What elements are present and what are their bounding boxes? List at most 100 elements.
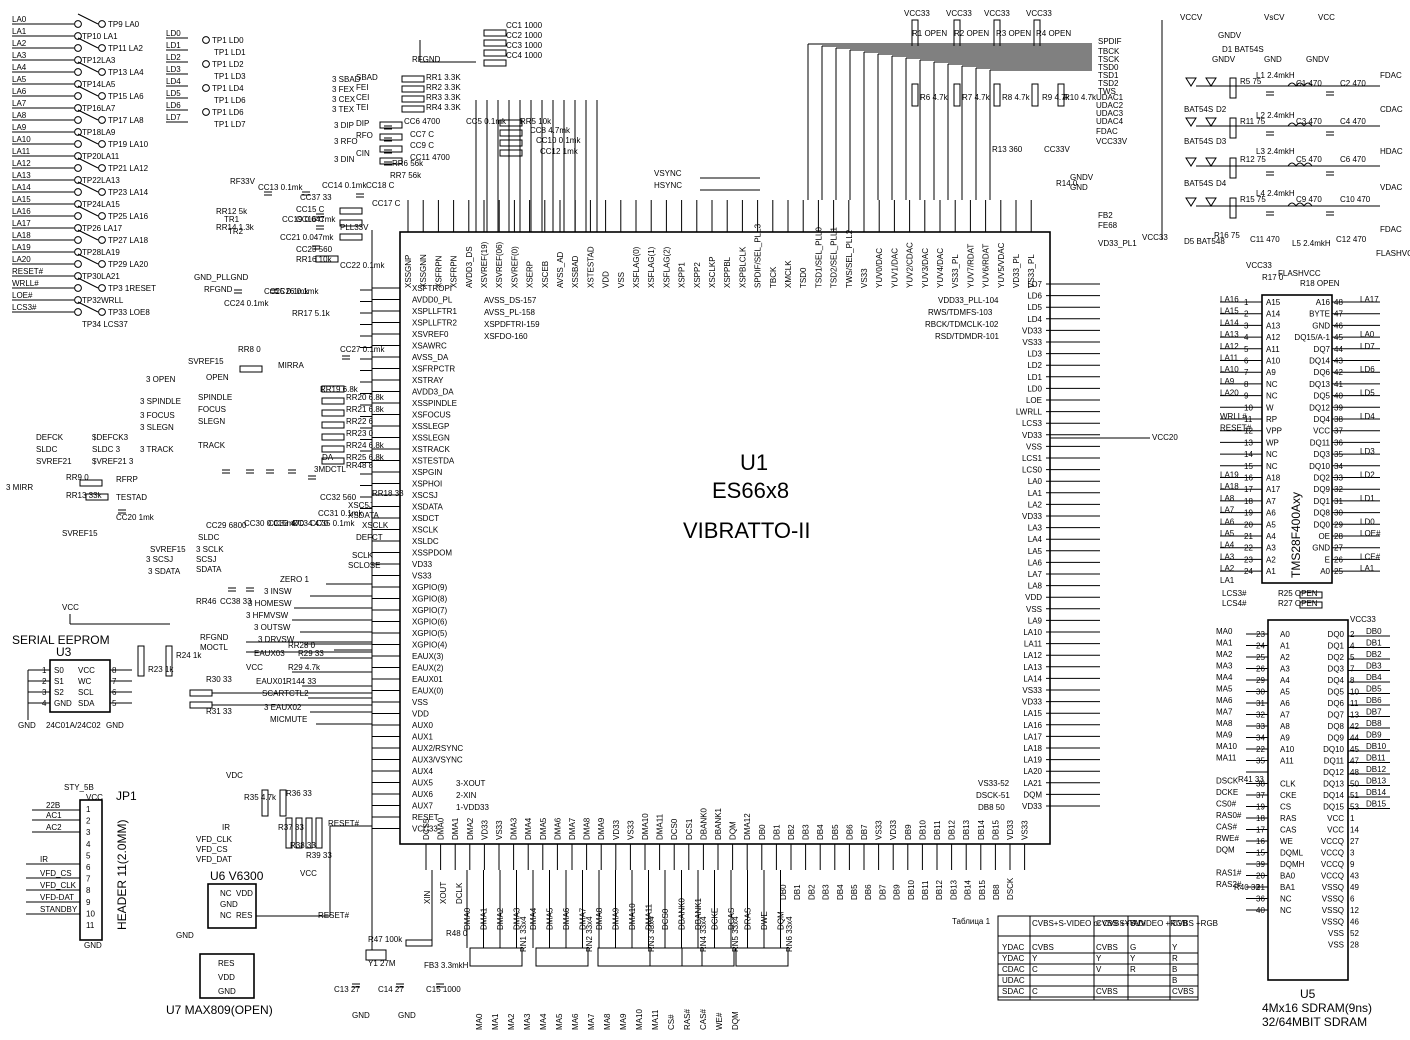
sdram-pin-label: DQ14 xyxy=(1323,791,1344,800)
reset-label: R35 4.7k xyxy=(244,793,277,802)
flash-net-label: LA3 xyxy=(1220,552,1235,561)
sdram-net-label: CAS# xyxy=(1216,823,1237,832)
sdram-pin-label: A4 xyxy=(1280,676,1290,685)
flash-pin-label: A5 xyxy=(1266,520,1276,529)
u1-right-pin-label: LA3 xyxy=(1028,524,1043,533)
sdram-net-label: DB13 xyxy=(1366,777,1387,786)
sdram-pin-label: BA0 xyxy=(1280,872,1296,881)
sdram-pin-num: 9 xyxy=(1350,860,1355,869)
capacitor-symbol xyxy=(384,137,392,142)
test-point-icon xyxy=(74,284,82,292)
flash-bottom-label: LCS4# xyxy=(1222,599,1247,608)
header-pin-label: STY_5B xyxy=(64,783,94,792)
ma-net-label: MA11 xyxy=(651,1009,660,1030)
u1-left-pin-label: VS33 xyxy=(412,572,432,581)
test-point-icon xyxy=(98,92,106,100)
diode-icon xyxy=(1205,117,1217,127)
video-table-cell: UDAC xyxy=(1002,976,1025,985)
flash-pin-label: A2 xyxy=(1266,555,1276,564)
video-table-cell: R xyxy=(1130,965,1136,974)
video-filter-label: C10 470 xyxy=(1340,195,1371,204)
video-filter-label: C6 470 xyxy=(1340,155,1366,164)
u1-right-pin-label: LA8 xyxy=(1028,582,1043,591)
u1-left-pin-label: AUX6 xyxy=(412,790,433,799)
db-net-label: DB10 xyxy=(907,879,916,900)
u1-top-pin-label: XSFLAG(0) xyxy=(632,246,641,288)
flash-net-label: LD1 xyxy=(1360,494,1375,503)
rf-component-label: CC11 4700 xyxy=(410,153,450,162)
resistor-symbol xyxy=(953,83,961,107)
flash-top-label: VCC33 xyxy=(1246,261,1272,270)
gnd-label: GND xyxy=(176,931,194,940)
u1-bottom-pin-label: DMA1 xyxy=(451,817,460,840)
u1-top-pin-label: YUV7/RDAT xyxy=(966,244,975,288)
rn-label: RN4 33x4 xyxy=(699,916,708,952)
flash-pin-label: A6 xyxy=(1266,509,1276,518)
gpio-label: 3 EAUX02 xyxy=(264,703,302,712)
capacitor-symbol xyxy=(356,193,364,198)
sdram-pin-label: DQ6 xyxy=(1328,699,1345,708)
ma-net-label: CAS# xyxy=(699,1009,708,1030)
sdram-section: U5 4Mx16 SDRAM(9ns) 32/64MBIT SDRAM xyxy=(1262,619,1372,1029)
top-right-label: VSYNC xyxy=(654,169,682,178)
rf-component-label: XSDATA xyxy=(348,511,379,520)
u1-right-pin-label: LA0 xyxy=(1028,477,1043,486)
crystal-label: R47 100k xyxy=(368,935,403,944)
resistor-symbol xyxy=(321,457,345,465)
u1-right-pin-label: VS33 xyxy=(1022,338,1042,347)
video-filter-label: BAT54S xyxy=(1184,137,1213,146)
resistor-symbol xyxy=(339,219,363,227)
rf-component-label: 3 MIRR xyxy=(6,483,33,492)
u1-right-pin-label: LD2 xyxy=(1027,361,1042,370)
flash-net-label: WRLL# xyxy=(1220,412,1247,421)
header-pin-num-hidden: 11 xyxy=(86,921,95,930)
u1-right-pin-label: VD33 xyxy=(1022,326,1043,335)
resistor-symbol xyxy=(285,817,293,849)
db-net-label: DB2 xyxy=(807,884,816,900)
gpio-label: RFGND xyxy=(200,633,229,642)
tp-label: TP9 LA0 xyxy=(108,20,140,29)
sdram-pin-num: 52 xyxy=(1350,929,1359,938)
top-right-label: R13 360 xyxy=(992,145,1023,154)
rf-component-label: DEFCK xyxy=(36,433,64,442)
flash-pin-label: DQ5 xyxy=(1314,392,1331,401)
top-right-label: R3 OPEN xyxy=(996,29,1031,38)
sdram-net-label: DB0 xyxy=(1366,627,1382,636)
eeprom-pin-right: VCC xyxy=(78,666,95,675)
sdram-pin-num: 1 xyxy=(1350,814,1355,823)
ma-net-label: MA8 xyxy=(603,1013,612,1030)
u1-right-pin-label: LA13 xyxy=(1023,663,1042,672)
test-point-icon xyxy=(98,212,106,220)
capacitor-symbol xyxy=(436,983,444,988)
sdram-pin-label: DQ1 xyxy=(1328,642,1345,651)
rf-component-label: CC1 1000 xyxy=(506,21,543,30)
rf-component-label: SLDC xyxy=(198,533,220,542)
sdram-pin-label: VCC xyxy=(1327,826,1344,835)
u1-bottom-pin-label: DB9 xyxy=(904,824,913,840)
u1-bottom-pin-label: DB0 xyxy=(758,824,767,840)
video-filter-label: GNDV xyxy=(1212,55,1236,64)
ld-net-label: LD7 xyxy=(166,113,181,122)
rf-component-label: 3 SLEGN xyxy=(140,423,174,432)
u1-top-pin-label: TBCK xyxy=(769,266,778,288)
top-right-label: R8 4.7k xyxy=(1002,93,1031,102)
u1-top-pin-label: YUV0/DAC xyxy=(875,248,884,288)
top-right-label: SPDIF xyxy=(1098,37,1122,46)
test-point-icon xyxy=(74,212,82,220)
u1-top-pin-label: XSSGNP xyxy=(404,255,413,288)
u1-left-pin-label: XGPIO(8) xyxy=(412,595,447,604)
sdram-pin-num: 45 xyxy=(1350,745,1359,754)
flash-net-label: LA0 xyxy=(1360,330,1375,339)
top-right-label: FB2 xyxy=(1098,211,1113,220)
rf-net-label: $VREF21 3 xyxy=(92,457,134,466)
video-filter-label: L5 2.4mkH xyxy=(1292,239,1331,248)
u1-right-pin-label: LD5 xyxy=(1027,303,1042,312)
tp-diag-wire xyxy=(77,37,99,49)
capacitor-symbol xyxy=(384,161,392,166)
resistor-symbol xyxy=(305,817,313,849)
sdram-pin-label: A6 xyxy=(1280,699,1290,708)
u1-right-pin-label: LA2 xyxy=(1028,500,1043,509)
gpio-label: EAUX01 xyxy=(256,677,287,686)
flash-pin-label: A15 xyxy=(1266,298,1281,307)
